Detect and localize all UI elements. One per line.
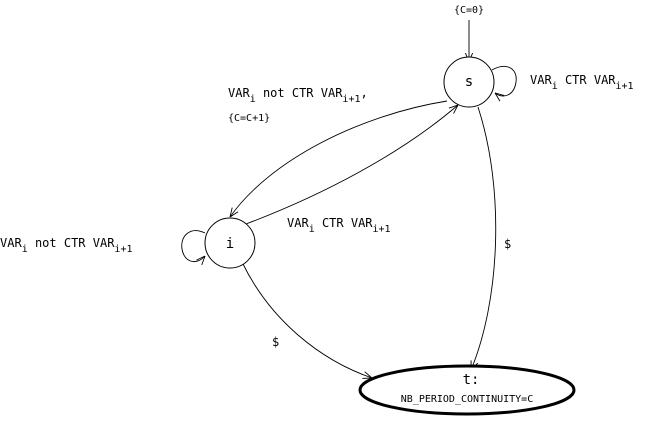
final-state-t	[358, 364, 576, 416]
state-s-label: s	[465, 74, 473, 90]
edge-i-to-s	[245, 105, 458, 225]
edge-s-to-t	[471, 106, 497, 370]
label-i-self: VARi not CTR VARi+1	[0, 236, 132, 255]
label-i-to-t: $	[272, 335, 279, 349]
state-i-label: i	[226, 236, 234, 252]
edge-i-self-loop	[181, 230, 205, 262]
state-i	[204, 217, 256, 269]
edge-s-to-i	[230, 100, 448, 217]
label-s-self: VARi CTR VARi+1	[530, 73, 634, 92]
edge-s-self-loop	[491, 66, 517, 96]
state-t-label: t:	[463, 372, 480, 388]
initial-label: {C=0}	[454, 5, 484, 16]
state-t-condition: NB_PERIOD_CONTINUITY=C	[401, 394, 533, 405]
edge-i-to-t	[241, 261, 372, 378]
label-i-to-s: VARi CTR VARi+1	[287, 216, 391, 235]
label-s-to-t: $	[504, 237, 511, 251]
state-s	[443, 56, 495, 108]
label-s-to-i: VARi not CTR VARi+1,	[228, 86, 368, 105]
label-s-to-i-action: {C=C+1}	[228, 113, 270, 124]
